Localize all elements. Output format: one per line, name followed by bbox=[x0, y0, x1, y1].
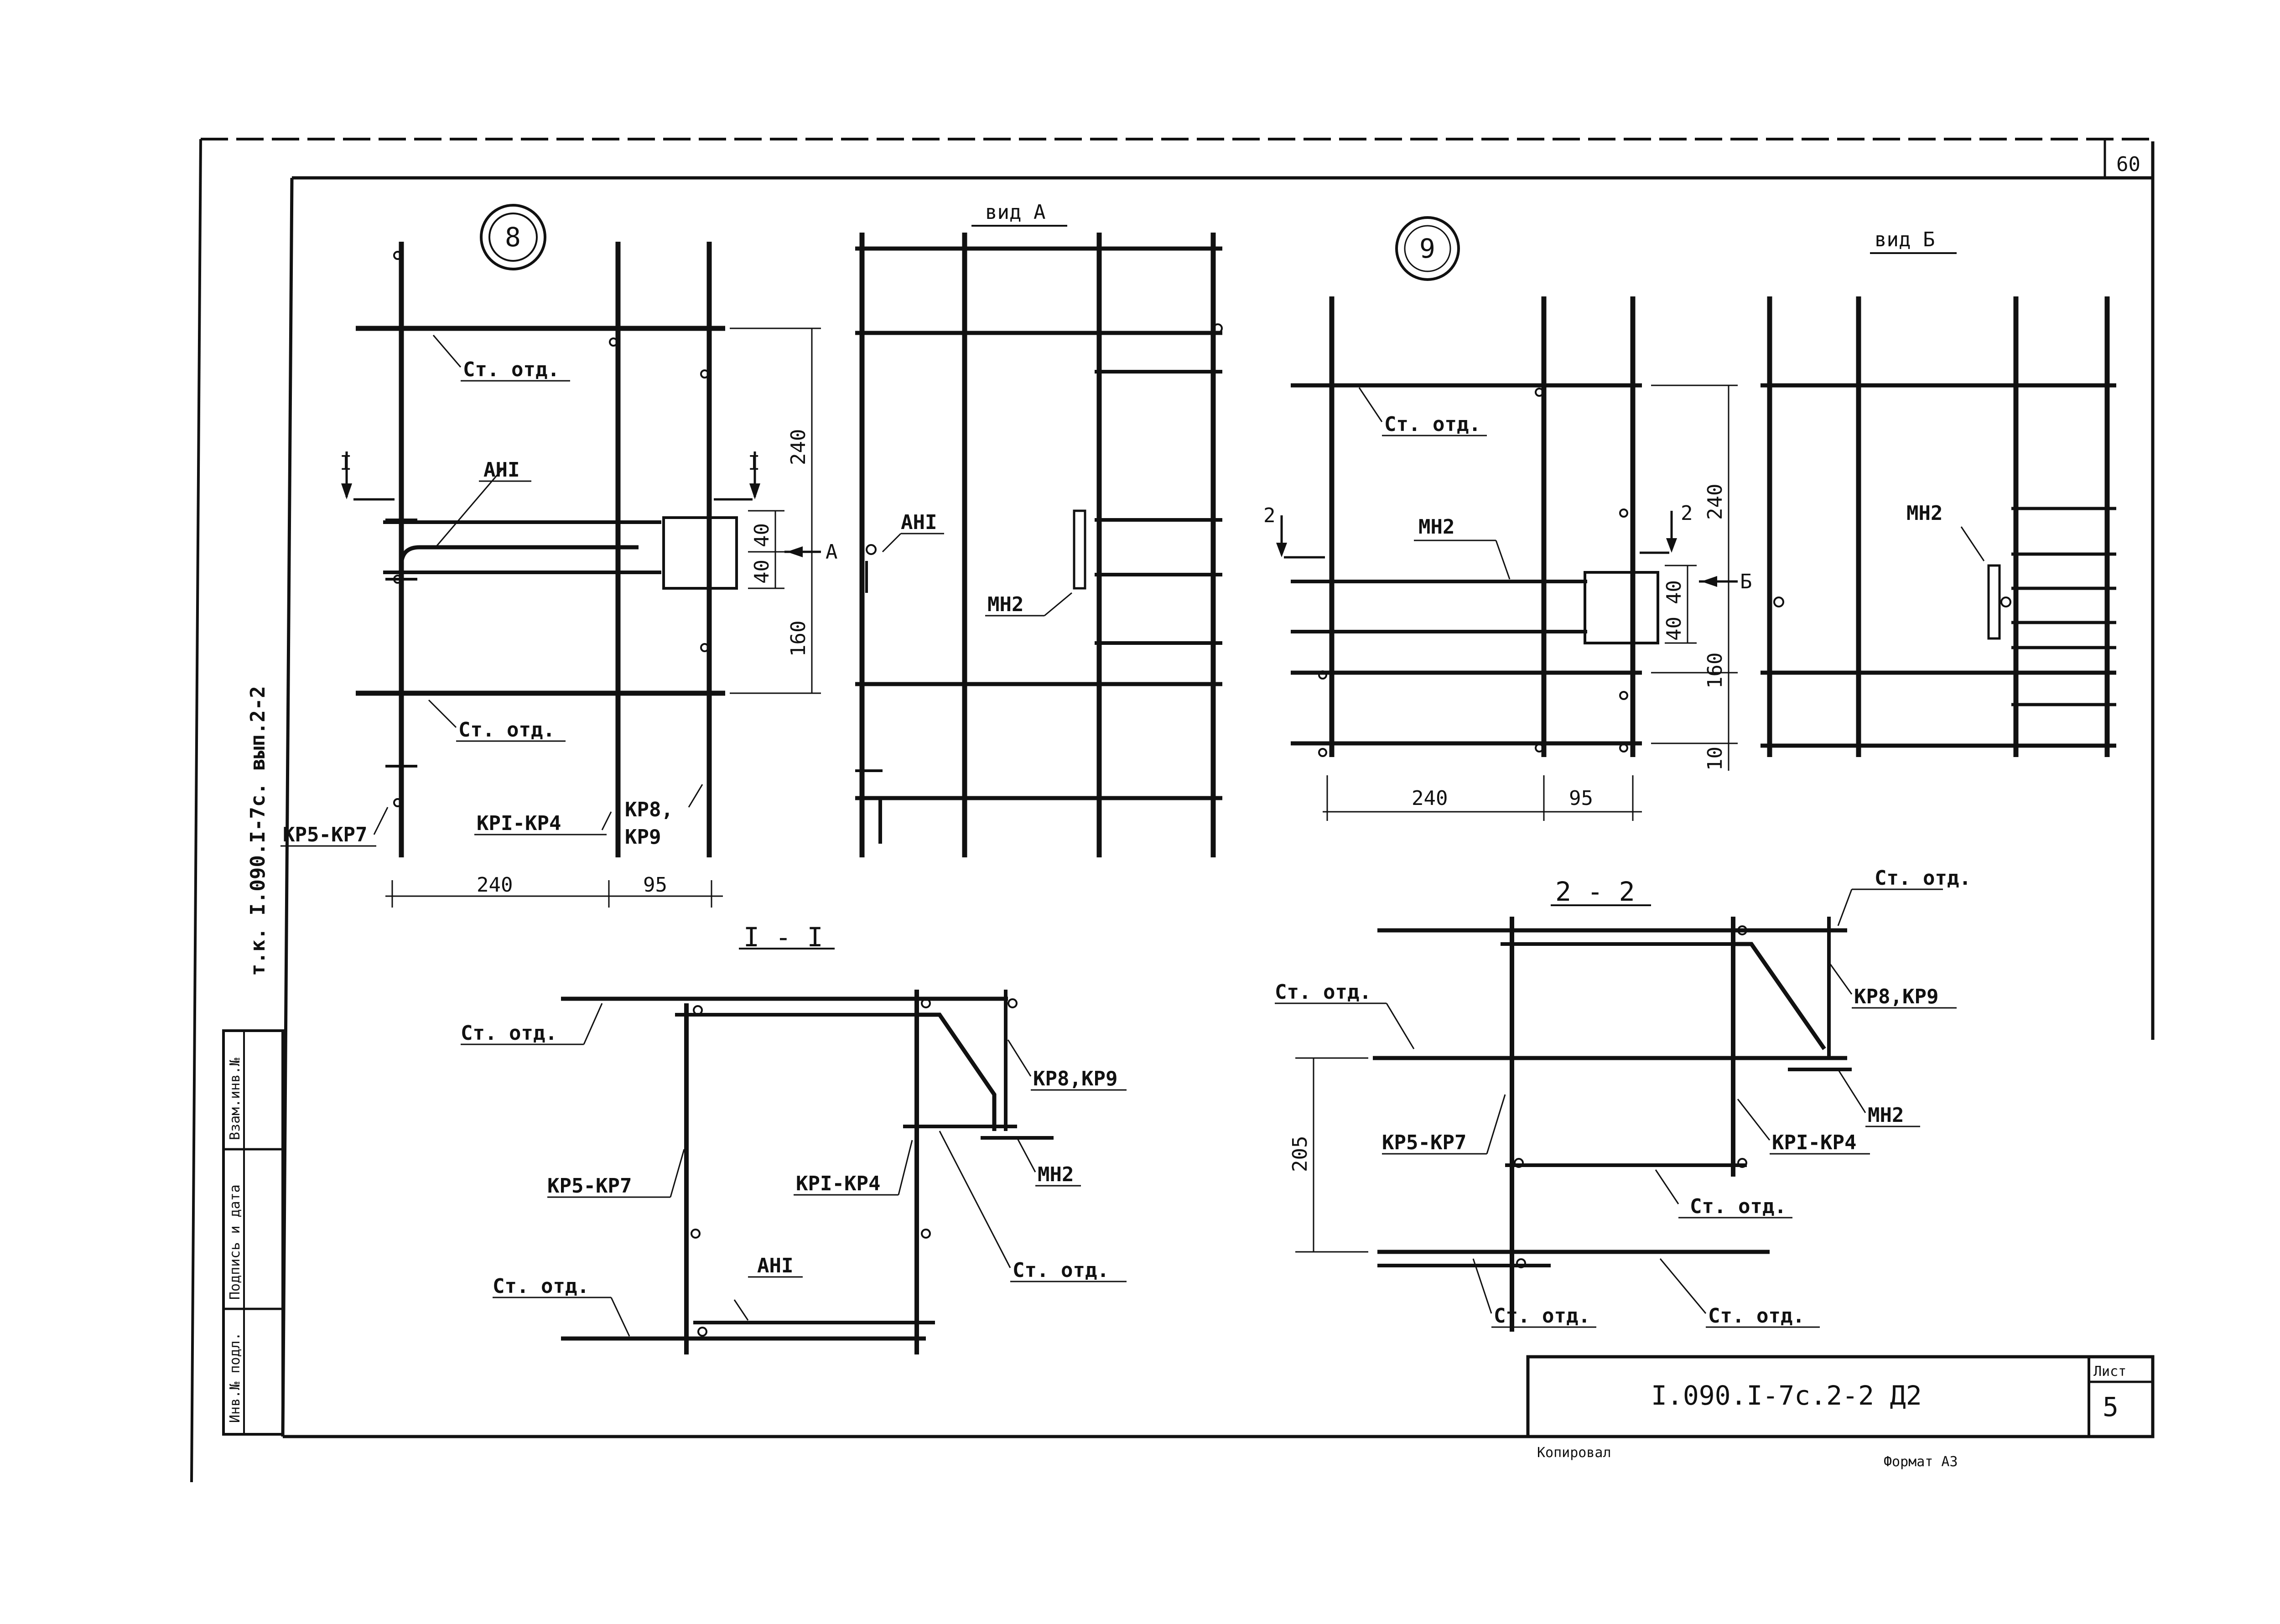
node9-dim-160v: 160 bbox=[1704, 653, 1727, 689]
node-8 bbox=[280, 204, 821, 908]
s11-ahi: АНI bbox=[757, 1254, 793, 1277]
s22-kr1-kr4: КРI-КР4 bbox=[1772, 1131, 1856, 1154]
s22-st-otd-left: Ст. отд. bbox=[1275, 981, 1371, 1004]
s22-st-otd-mid: Ст. отд. bbox=[1690, 1195, 1787, 1218]
view-b-title: вид Б bbox=[1875, 228, 1935, 251]
title-block bbox=[1526, 1355, 2155, 1438]
node8-kr8: КР8, bbox=[625, 798, 673, 821]
view-b-text: вид Б МН2 bbox=[1875, 228, 1942, 525]
stamp-field-2: Подпись и дата bbox=[227, 1184, 243, 1300]
section-2-2-title: 2 - 2 bbox=[1555, 876, 1635, 907]
view-a-ahi: АНI bbox=[901, 511, 937, 534]
view-a bbox=[855, 225, 1223, 857]
s22-st-otd-top: Ст. отд. bbox=[1875, 866, 1971, 890]
view-a-title: вид А bbox=[985, 201, 1045, 224]
s11-mn2: МН2 bbox=[1038, 1163, 1074, 1186]
sheet-number: 5 bbox=[2103, 1391, 2119, 1422]
node9-dim-10v: 10 bbox=[1704, 747, 1727, 771]
view-a-mn2: МН2 bbox=[987, 593, 1023, 616]
node9-dim-40b: 40 bbox=[1662, 617, 1686, 641]
s11-st-otd-top: Ст. отд. bbox=[461, 1022, 557, 1045]
node-8-circle-inner bbox=[488, 213, 538, 262]
node9-st-otd: Ст. отд. bbox=[1384, 413, 1481, 436]
s11-kr1-kr4: КРI-КР4 bbox=[796, 1172, 880, 1195]
s11-kr8-kr9: КР8,КР9 bbox=[1033, 1067, 1117, 1090]
s22-kr5-kr7: КР5-КР7 bbox=[1382, 1131, 1466, 1154]
stamp-field-3: Взам.инв.№ bbox=[227, 1058, 243, 1140]
s22-kr8-kr9: КР8,КР9 bbox=[1854, 985, 1938, 1008]
node-9-circle-outer bbox=[1395, 216, 1460, 281]
node8-dim-240h: 240 bbox=[477, 873, 513, 897]
node-9-text: 9 Ст. отд. МН2 240 160 10 40 40 240 95 2… bbox=[1263, 233, 1752, 810]
node8-dim-40b: 40 bbox=[750, 560, 774, 584]
title-block-text: I.090.I-7с.2-2 Д2 Лист 5 bbox=[1651, 1364, 2126, 1422]
node8-kr9: КР9 bbox=[625, 825, 661, 849]
node8-kr1-kr4: КРI-КР4 bbox=[477, 812, 561, 835]
node9-section-right: 2 bbox=[1681, 502, 1693, 525]
node-8-number: 8 bbox=[505, 222, 521, 253]
side-stamp bbox=[222, 1029, 284, 1436]
stamp-field-1: Инв.№ подл. bbox=[227, 1332, 243, 1423]
node8-st-otd-top: Ст. отд. bbox=[463, 358, 560, 381]
node8-st-otd-bottom: Ст. отд. bbox=[458, 718, 555, 742]
footer-format: Формат А3 bbox=[1884, 1454, 1958, 1470]
section-2-2 bbox=[1275, 888, 1957, 1332]
view-b bbox=[1761, 252, 2116, 757]
node8-dim-40a: 40 bbox=[750, 523, 774, 547]
node8-view-mark: А bbox=[826, 540, 838, 564]
node9-section-left: 2 bbox=[1263, 504, 1276, 527]
node-9 bbox=[1276, 216, 1738, 821]
sheet-label: Лист bbox=[2093, 1364, 2126, 1380]
node9-dim-40a: 40 bbox=[1662, 580, 1686, 604]
document-code: I.090.I-7с.2-2 Д2 bbox=[1651, 1380, 1922, 1411]
node8-section-right: I bbox=[748, 451, 760, 475]
s22-mn2: МН2 bbox=[1868, 1104, 1904, 1127]
node-8-circle-outer bbox=[480, 204, 546, 270]
side-stamp-text: т.к. I.090.I-7с. вып.2-2 Инв.№ подл. Под… bbox=[227, 686, 270, 1423]
node8-ahi: АНI bbox=[483, 458, 519, 482]
node9-dim-95h: 95 bbox=[1569, 787, 1593, 810]
section-1-1-title: I - I bbox=[743, 922, 823, 953]
s11-st-otd-bottom: Ст. отд. bbox=[493, 1275, 589, 1298]
view-b-mn2: МН2 bbox=[1906, 502, 1942, 525]
node8-dim-160v: 160 bbox=[787, 621, 810, 657]
node9-dim-240h: 240 bbox=[1412, 787, 1448, 810]
footer: Копировал Формат А3 bbox=[1537, 1445, 1958, 1470]
s22-st-otd-bottom1: Ст. отд. bbox=[1494, 1304, 1590, 1328]
node8-dim-240v: 240 bbox=[787, 429, 810, 465]
node8-dim-95h: 95 bbox=[643, 873, 667, 897]
node-9-circle-inner bbox=[1404, 225, 1451, 272]
vertical-code: т.к. I.090.I-7с. вып.2-2 bbox=[246, 686, 270, 976]
outer-frame bbox=[190, 138, 2153, 1483]
footer-copied: Копировал bbox=[1537, 1445, 1611, 1461]
node-8-text: 8 Ст. отд. Ст. отд. АНI КР5-КР7 КРI-КР4 … bbox=[283, 222, 838, 897]
s11-kr5-kr7: КР5-КР7 bbox=[547, 1174, 632, 1198]
sheet-corner-number: 60 bbox=[2116, 153, 2140, 176]
section-1-1 bbox=[461, 948, 1127, 1354]
node9-dim-240v: 240 bbox=[1704, 484, 1727, 520]
section-1-1-text: I - I Ст. отд. КР5-КР7 КРI-КР4 КР8,КР9 М… bbox=[461, 922, 1117, 1298]
view-a-text: вид А АНI МН2 bbox=[901, 201, 1045, 616]
s11-st-otd-right: Ст. отд. bbox=[1013, 1259, 1109, 1282]
node9-mn2: МН2 bbox=[1418, 515, 1454, 539]
s22-dim-205: 205 bbox=[1288, 1136, 1312, 1172]
node8-section-left: I bbox=[340, 451, 352, 475]
corner-sheet-box: 60 bbox=[2103, 139, 2140, 178]
node9-view-mark: Б bbox=[1740, 570, 1752, 593]
s22-st-otd-bottom2: Ст. отд. bbox=[1708, 1304, 1805, 1328]
section-2-2-text: 2 - 2 Ст. отд. КР8,КР9 МН2 КРI-КР4 Ст. о… bbox=[1275, 866, 1971, 1328]
node8-kr5-kr7: КР5-КР7 bbox=[283, 823, 367, 846]
node-9-number: 9 bbox=[1419, 233, 1435, 264]
inner-frame bbox=[281, 141, 2155, 1438]
